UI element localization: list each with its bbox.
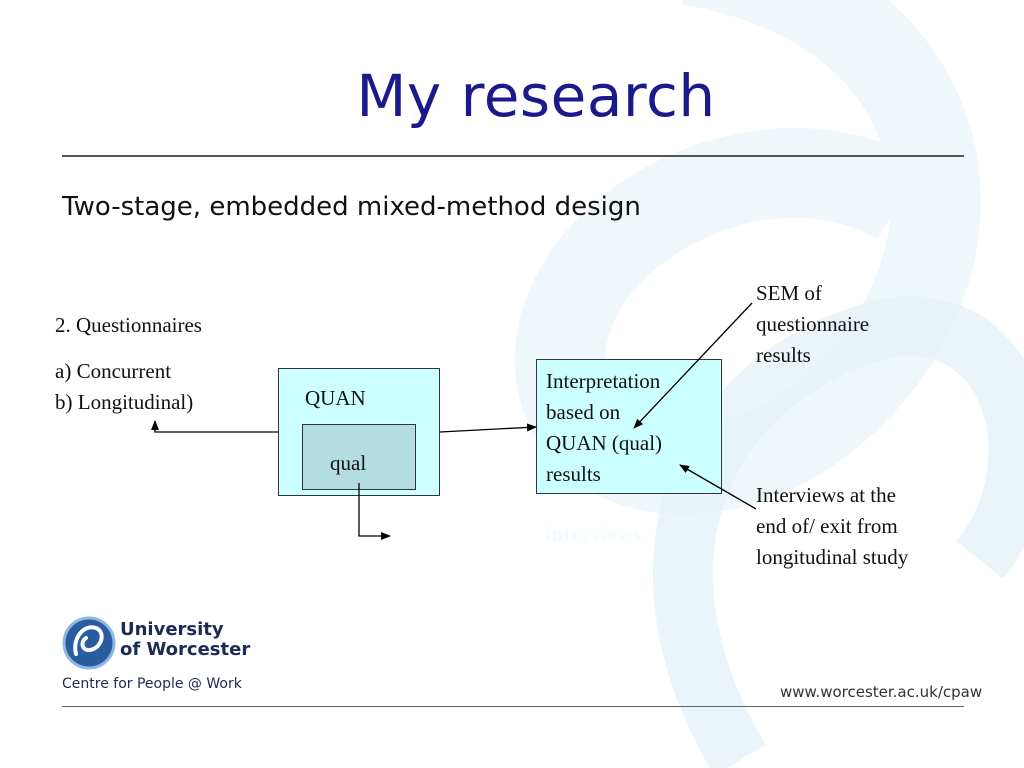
logo-name-line-1: University <box>120 619 224 640</box>
interpretation-line-2: based on <box>546 400 621 424</box>
faded-interviews-label: interviews <box>545 522 643 546</box>
qual-label: qual <box>330 451 367 475</box>
sem-note-line-1: SEM of <box>756 281 822 305</box>
footer-url: www.worcester.ac.uk/cpaw <box>780 683 983 701</box>
logo-name: University of Worcester <box>120 620 250 660</box>
interpretation-line-4: results <box>546 462 601 486</box>
slide-title: My research <box>356 62 716 130</box>
interpretation-line-1: Interpretation <box>546 369 661 393</box>
university-emblem-icon <box>62 616 116 670</box>
questionnaires-heading: 2. Questionnaires <box>55 313 202 337</box>
university-logo: University of Worcester Centre for Peopl… <box>62 612 252 697</box>
top-divider <box>62 155 964 157</box>
logo-name-line-2: of Worcester <box>120 639 251 660</box>
sem-note-line-3: results <box>756 343 811 367</box>
interviews-note-line-1: Interviews at the <box>756 483 896 507</box>
interviews-note-line-2: end of/ exit from <box>756 514 898 538</box>
interviews-note-line-3: longitudinal study <box>756 545 909 569</box>
option-concurrent: a) Concurrent <box>55 359 172 383</box>
quan-label: QUAN <box>305 386 366 410</box>
option-longitudinal: b) Longitudinal) <box>55 390 194 414</box>
bottom-divider <box>62 706 964 707</box>
logo-tagline: Centre for People @ Work <box>62 676 242 692</box>
interpretation-line-3: QUAN (qual) <box>546 431 663 455</box>
sem-note-line-2: questionnaire <box>756 312 870 336</box>
slide-subtitle: Two-stage, embedded mixed-method design <box>62 192 641 222</box>
